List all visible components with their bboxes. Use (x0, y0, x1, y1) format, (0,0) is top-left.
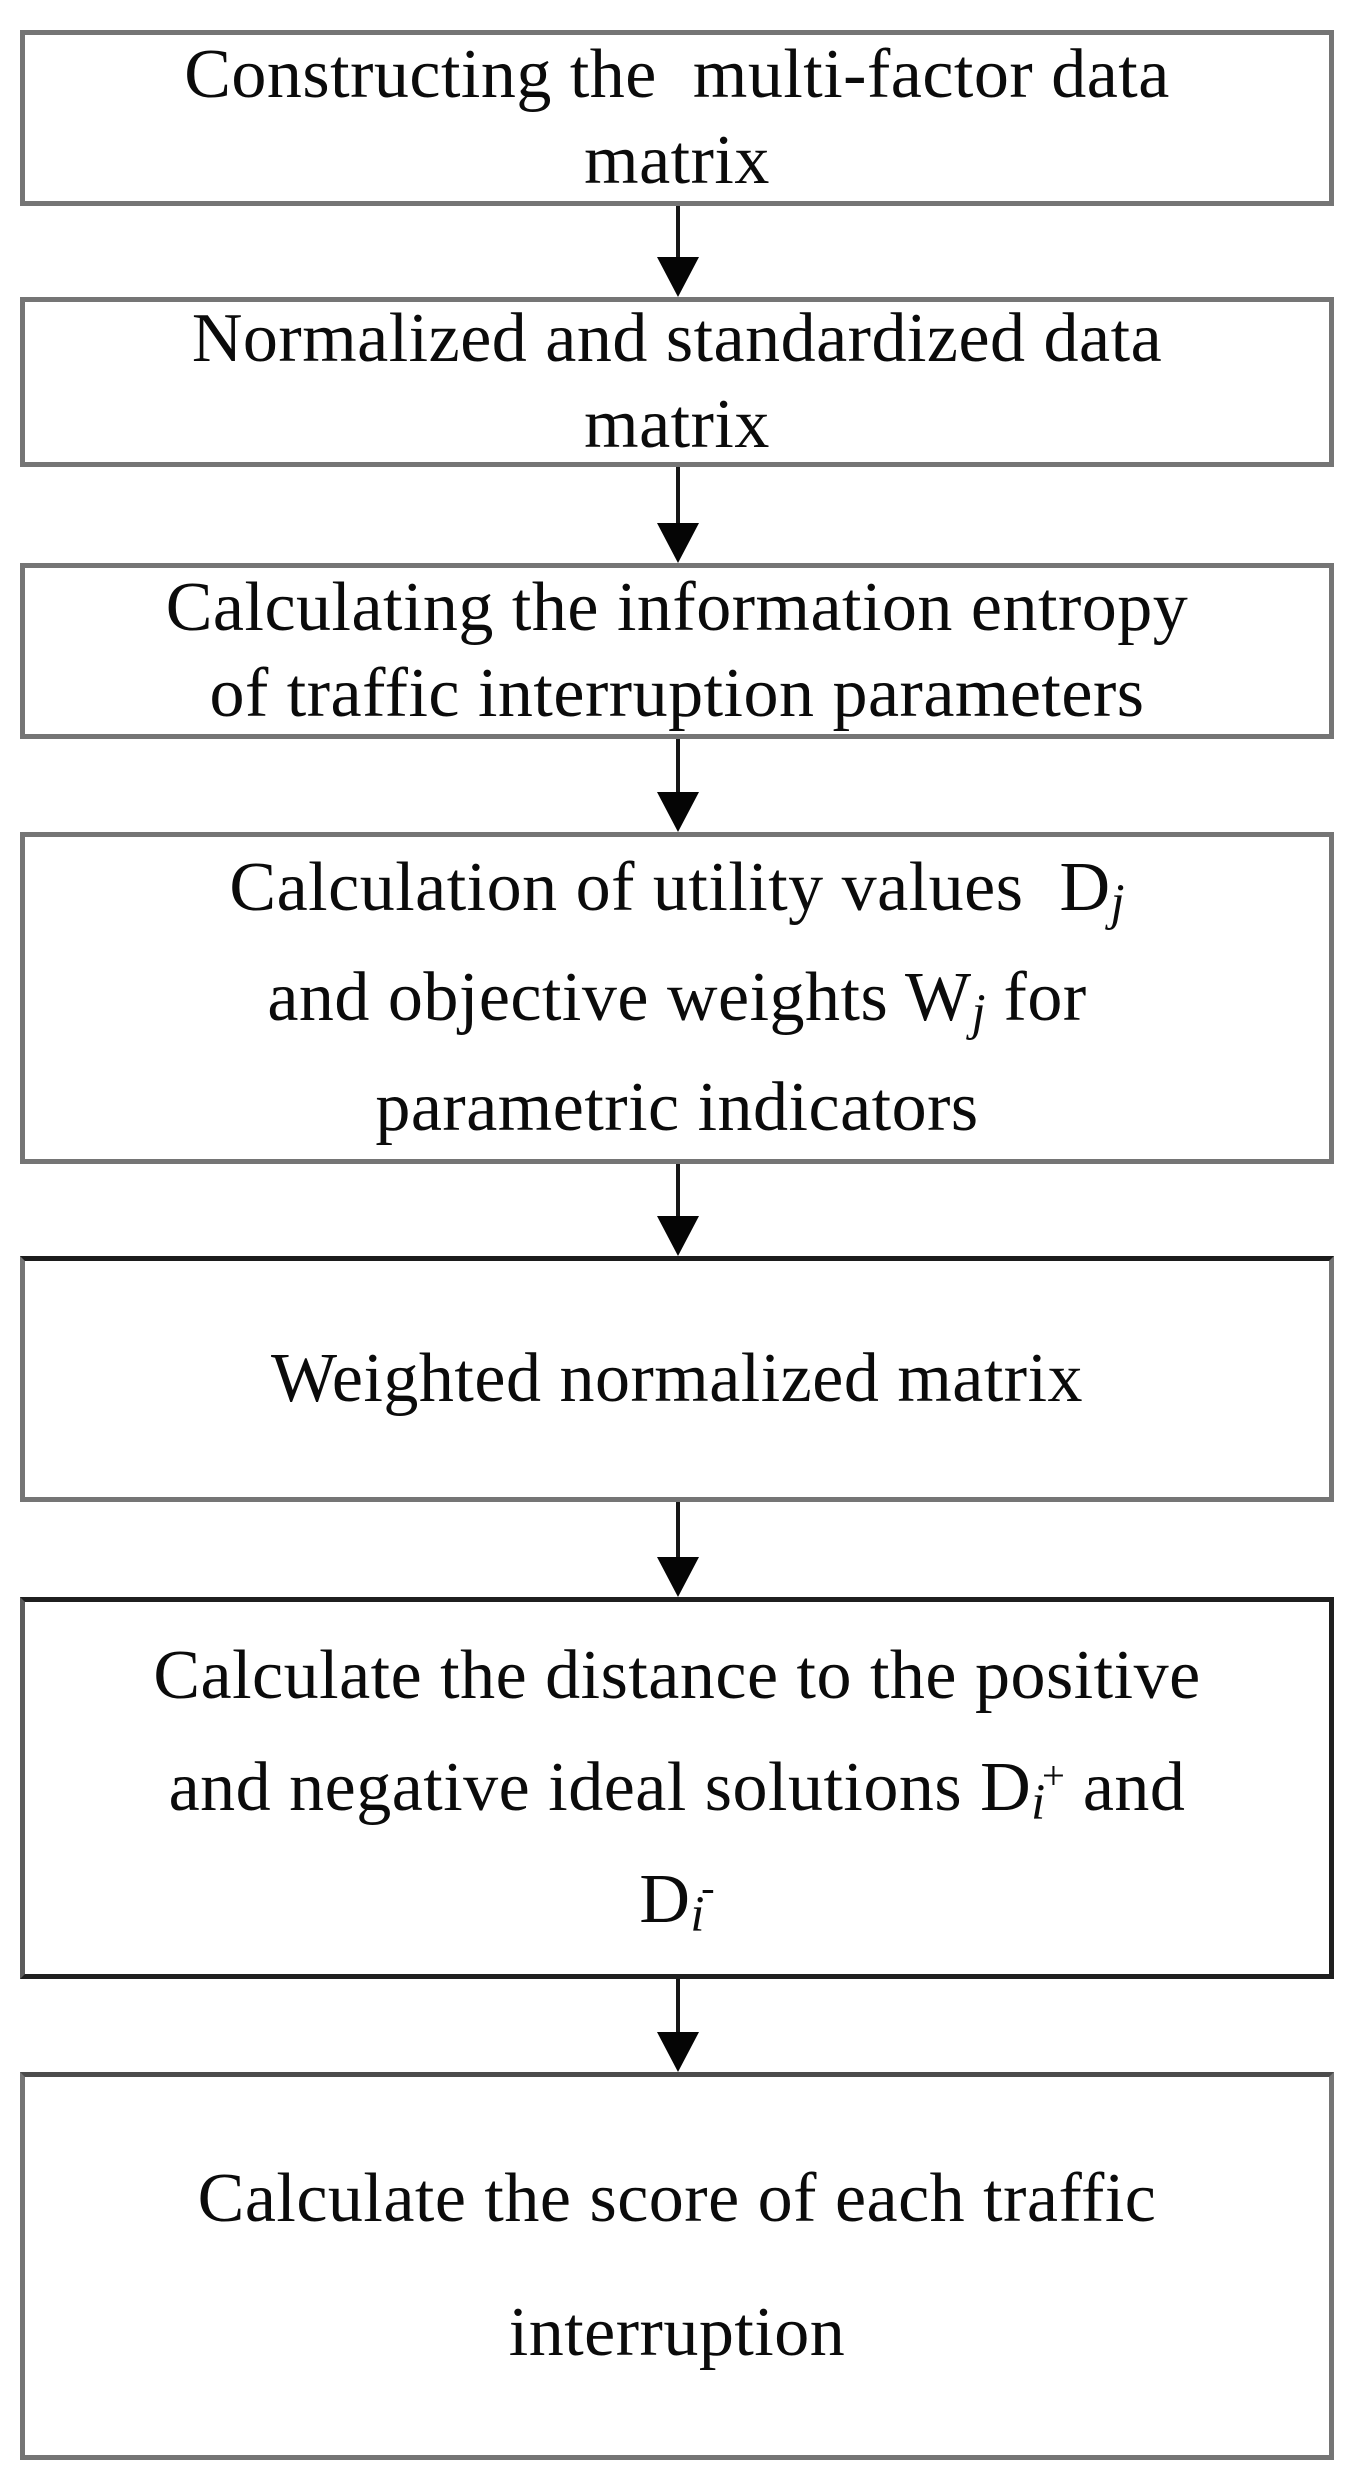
flow-box-normalize-matrix: Normalized and standardized data matrix (20, 297, 1334, 467)
flow-box-line: interruption (508, 2294, 846, 2371)
subscript: i (690, 1886, 705, 1943)
arrow-down-6 (657, 1979, 699, 2072)
arrow-down-5 (657, 1502, 699, 1597)
arrow-stem (676, 1502, 680, 1557)
arrow-down-4 (657, 1164, 699, 1256)
arrow-down-2 (657, 467, 699, 563)
flow-box-line: and objective weights Wj for (267, 959, 1087, 1041)
subscript: j (971, 984, 986, 1041)
subscript: i (1031, 1774, 1046, 1831)
flow-box-line: Calculate the score of each traffic (197, 2160, 1157, 2237)
flow-box-line: matrix (584, 122, 770, 199)
superscript: + (1041, 1752, 1065, 1798)
arrow-head-icon (657, 1216, 699, 1256)
arrow-head-icon (657, 792, 699, 832)
arrow-head-icon (657, 1557, 699, 1597)
flow-box-line: Constructing the multi-factor data (184, 36, 1170, 113)
flow-box-utility-values-weights: Calculation of utility values Dj and obje… (20, 832, 1334, 1164)
flow-box-line: Di- (639, 1861, 715, 1943)
flow-box-line: Normalized and standardized data (191, 300, 1163, 377)
flow-box-information-entropy: Calculating the information entropy of tr… (20, 563, 1334, 739)
flow-box-line: of traffic interruption parameters (209, 655, 1145, 732)
arrow-stem (676, 739, 680, 792)
superscript: - (701, 1864, 715, 1910)
arrow-down-3 (657, 739, 699, 832)
flow-box-line: Calculate the distance to the positive (153, 1637, 1201, 1714)
arrow-head-icon (657, 257, 699, 297)
arrow-down-1 (657, 206, 699, 297)
flow-box-traffic-interruption-score: Calculate the score of each traffic inter… (20, 2072, 1334, 2460)
arrow-stem (676, 1979, 680, 2032)
arrow-stem (676, 467, 680, 523)
arrow-head-icon (657, 523, 699, 563)
flow-box-line: Weighted normalized matrix (270, 1340, 1084, 1417)
subscript: j (1110, 874, 1125, 931)
flow-box-line: Calculation of utility values Dj (229, 849, 1125, 931)
flow-box-weighted-normalized-matrix: Weighted normalized matrix (20, 1256, 1334, 1502)
flow-box-line: and negative ideal solutions Di+ and (168, 1749, 1186, 1831)
arrow-head-icon (657, 2032, 699, 2072)
flow-box-line: matrix (584, 386, 770, 463)
flow-box-ideal-solution-distance: Calculate the distance to the positive an… (20, 1597, 1334, 1979)
flow-box-construct-matrix: Constructing the multi-factor data matrix (20, 30, 1334, 206)
arrow-stem (676, 1164, 680, 1216)
flow-box-line: Calculating the information entropy (165, 569, 1189, 646)
flow-box-line: parametric indicators (375, 1069, 979, 1146)
arrow-stem (676, 206, 680, 257)
